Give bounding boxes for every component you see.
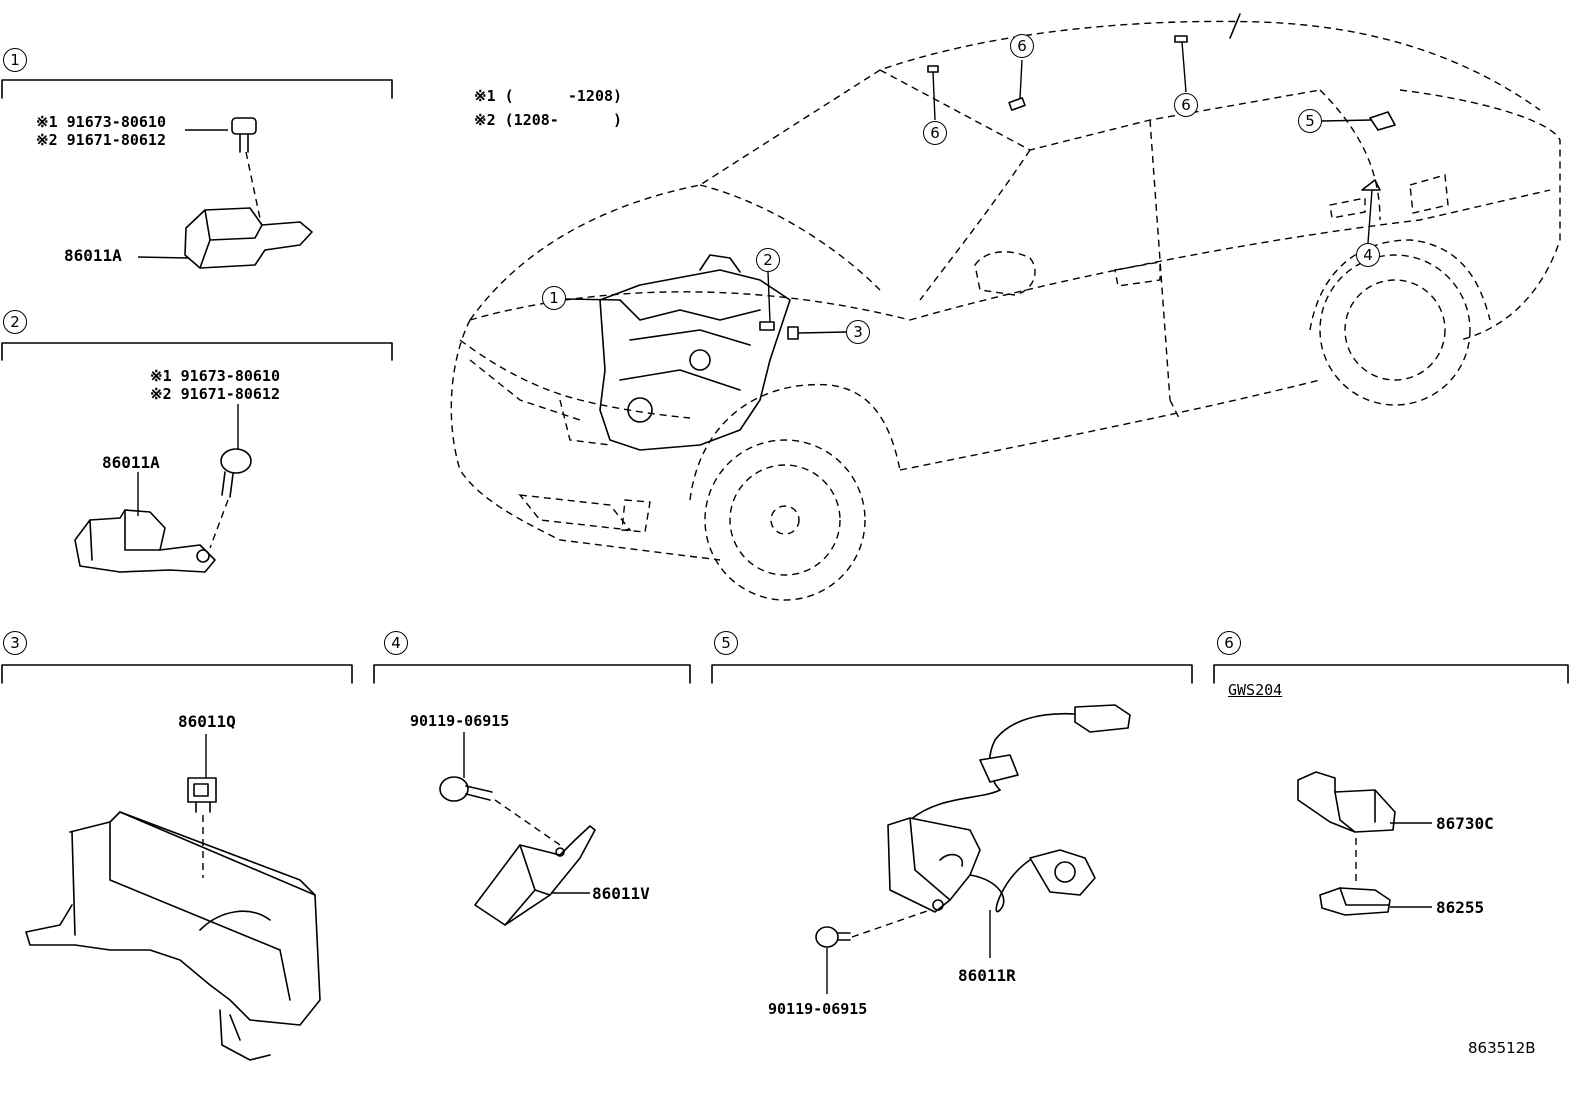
car-callout-1: 1 xyxy=(542,286,566,310)
section-bracket-4 xyxy=(373,664,691,684)
s2-part-number: 86011A xyxy=(102,453,160,472)
s1-bolt-line-1: ※1 91673-80610 xyxy=(36,113,166,131)
section2-art xyxy=(74,404,252,573)
s4-bolt-number: 90119-06915 xyxy=(410,712,510,730)
s3-part-number: 86011Q xyxy=(178,712,236,731)
s6-part-number-lower: 86255 xyxy=(1436,898,1485,917)
section-bracket-3 xyxy=(1,664,353,684)
variant-note-2: ※2 (1208- ) xyxy=(474,111,623,129)
section-marker-4: 4 xyxy=(384,631,408,655)
s2-bolt-line-2: ※2 91671-80612 xyxy=(150,385,280,403)
section-marker-1: 1 xyxy=(3,48,27,72)
section5-art xyxy=(815,704,1131,994)
section-marker-6: 6 xyxy=(1217,631,1241,655)
s1-bolt-line-2: ※2 91671-80612 xyxy=(36,131,166,149)
car-callout-6c: 6 xyxy=(1174,93,1198,117)
section-bracket-5 xyxy=(711,664,1193,684)
s2-bolt-line-1: ※1 91673-80610 xyxy=(150,367,280,385)
section-marker-2: 2 xyxy=(3,310,27,334)
section-bracket-1 xyxy=(1,79,393,99)
car-callout-6b: 6 xyxy=(1010,34,1034,58)
section-marker-3: 3 xyxy=(3,631,27,655)
section-bracket-6 xyxy=(1213,664,1569,684)
s5-part-number: 86011R xyxy=(958,966,1016,985)
s6-model-code: GWS204 xyxy=(1228,681,1283,699)
s5-bolt-number: 90119-06915 xyxy=(768,1000,868,1018)
section-bracket-2 xyxy=(1,342,393,361)
variant-note-1: ※1 ( -1208) xyxy=(474,87,623,105)
section6-art xyxy=(1297,771,1432,916)
s6-part-number-upper: 86730C xyxy=(1436,814,1494,833)
s4-part-number: 86011V xyxy=(592,884,650,903)
diagram-id: 863512B xyxy=(1468,1039,1536,1057)
car-illustration xyxy=(450,13,1561,601)
section3-art xyxy=(25,734,321,1061)
section-marker-5: 5 xyxy=(714,631,738,655)
s1-part-number: 86011A xyxy=(64,246,122,265)
car-callout-6a: 6 xyxy=(923,121,947,145)
car-callout-5: 5 xyxy=(1298,109,1322,133)
car-callout-3: 3 xyxy=(846,320,870,344)
section1-art xyxy=(137,117,313,269)
car-callout-2: 2 xyxy=(756,248,780,272)
car-callout-4: 4 xyxy=(1356,243,1380,267)
section4-art xyxy=(439,732,596,926)
